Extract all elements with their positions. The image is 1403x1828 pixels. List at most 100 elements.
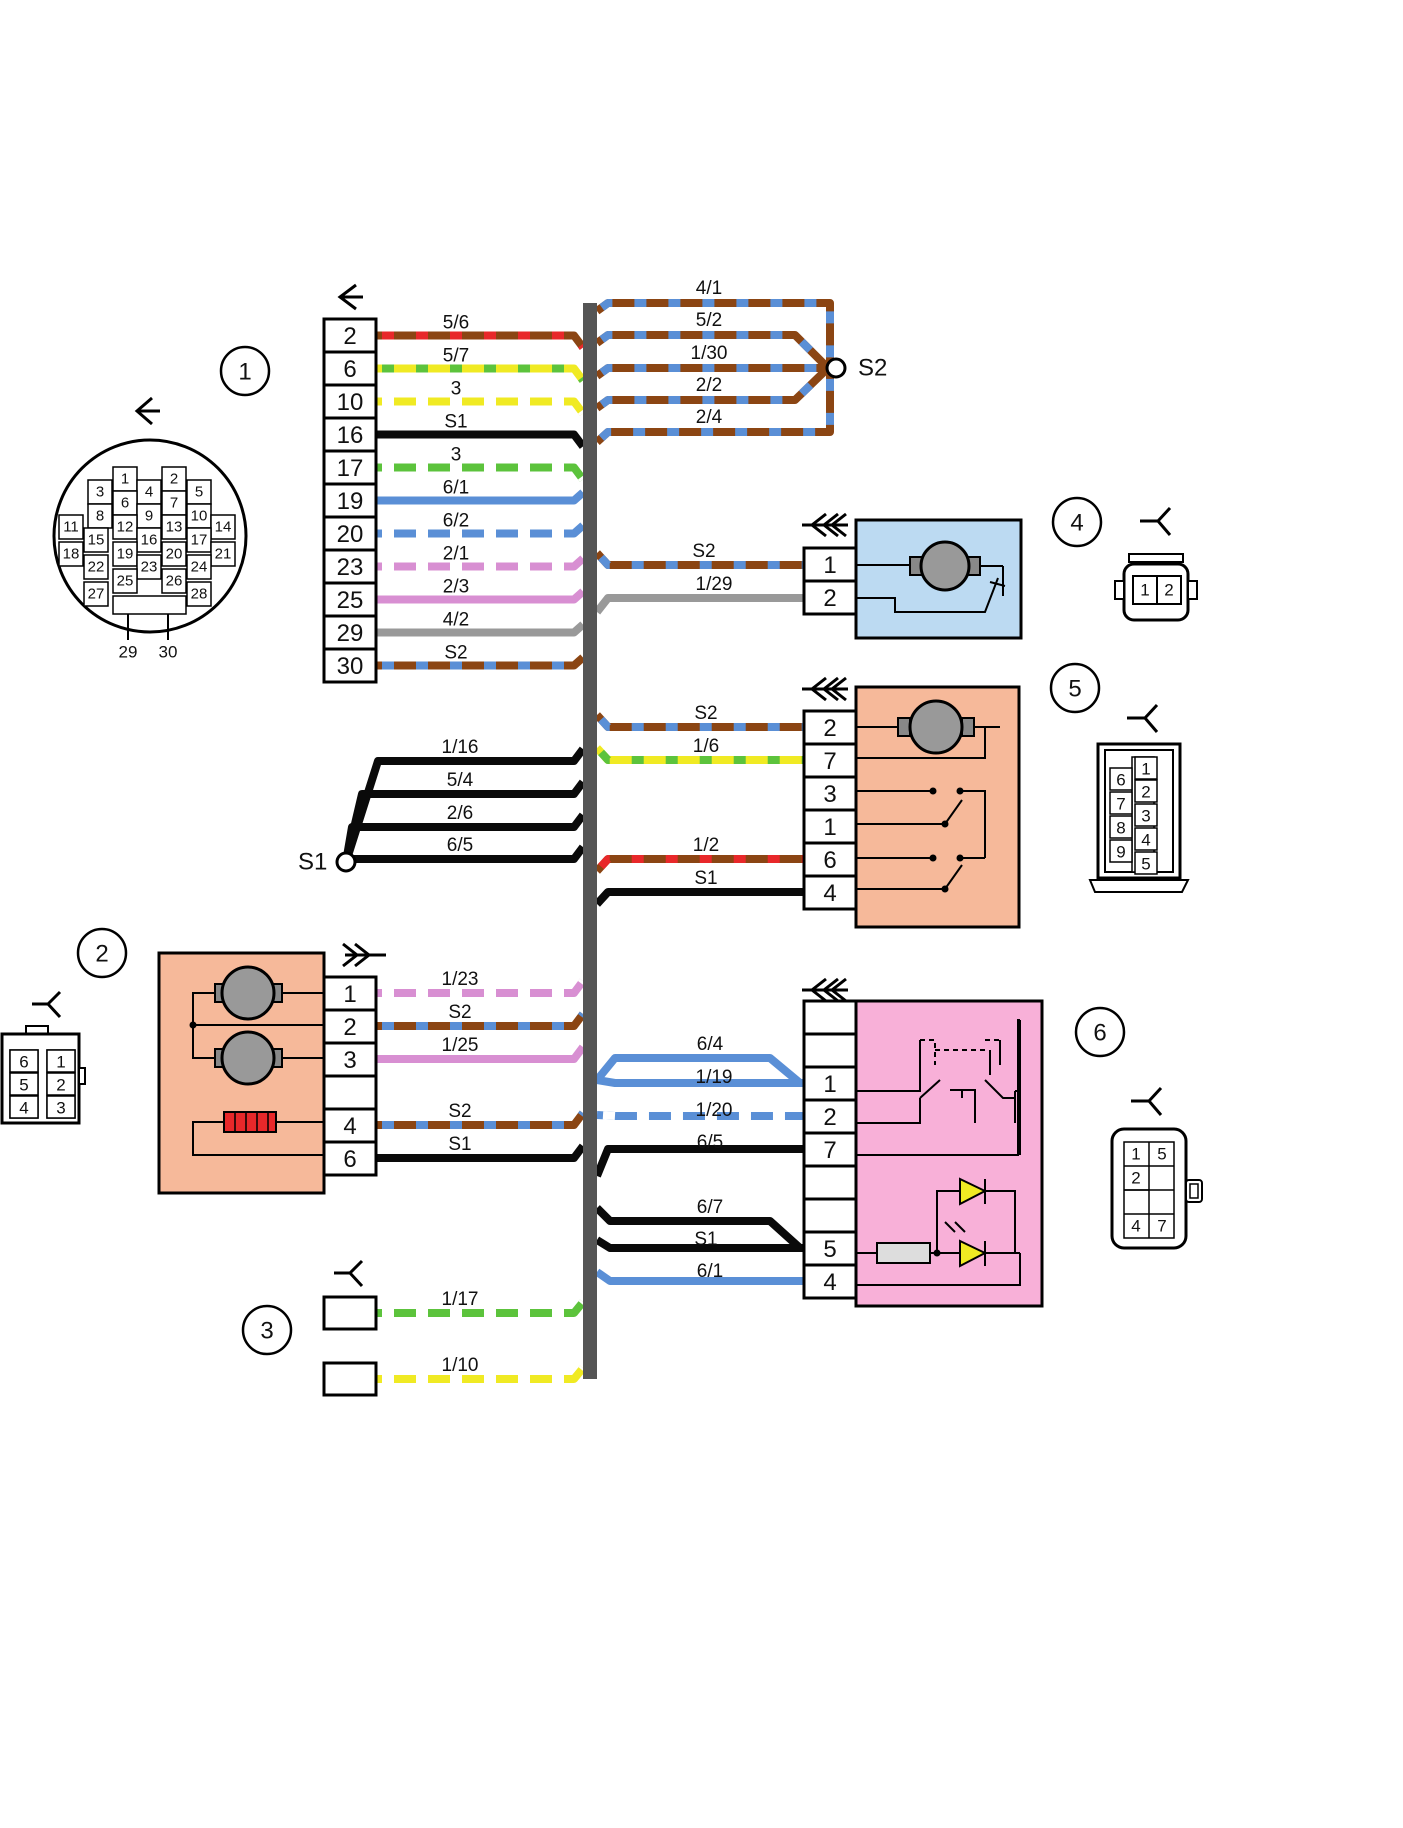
- connector-6-pin-box: [802, 1164, 858, 1201]
- connector-1-pin: 30: [337, 653, 364, 680]
- connector-1-wire: [376, 331, 587, 350]
- connector-5-wire-stripe: [594, 712, 804, 731]
- wire-label: 2/4: [696, 407, 723, 428]
- face-pin-label: 12: [117, 519, 134, 536]
- wire-label: S2: [448, 1101, 471, 1122]
- face-pin-label: 9: [145, 508, 153, 525]
- connector-5-pin-box: [802, 841, 858, 878]
- face-pin-label: 3: [1141, 807, 1150, 826]
- wire-label: S2: [444, 643, 467, 664]
- connector-2-pin-box: [322, 1074, 378, 1111]
- connector-2-wire: [376, 978, 587, 997]
- wire-label: 3: [451, 379, 462, 400]
- connector-5-pin: 1: [823, 814, 836, 841]
- wire-labels: 5/65/73S136/16/22/12/34/2S24/15/21/302/2…: [442, 278, 733, 1376]
- connector-6-wire: [593, 1145, 804, 1178]
- wire-label: 1/17: [442, 1289, 479, 1310]
- connector-6-pin: 1: [823, 1071, 836, 1098]
- wire-label: 6/7: [697, 1197, 723, 1218]
- wire-label: S2: [448, 1002, 471, 1023]
- wire-label: 1/20: [696, 1100, 733, 1121]
- face-pin-label: 3: [96, 484, 104, 501]
- wire-label: 1/16: [442, 737, 479, 758]
- splice-s1-label: S1: [298, 849, 327, 876]
- callout-1: 1: [219, 345, 271, 397]
- wire-label: 2/1: [443, 544, 469, 565]
- face-pin-label: 4: [1141, 831, 1150, 850]
- connector-5-pin: 7: [823, 748, 836, 775]
- wire-label: S1: [448, 1134, 471, 1155]
- wire-label: 2/6: [447, 803, 473, 824]
- face-pin-label: 28: [191, 586, 208, 603]
- connector-1-pin-box: [322, 515, 378, 552]
- motor-icon: [919, 540, 971, 592]
- double-arrow-left-icon: [802, 676, 848, 702]
- wire-label: S1: [694, 1229, 717, 1250]
- face-pin-label: 1: [121, 471, 129, 488]
- connector-1-wire: [376, 364, 587, 383]
- face-pin-label: 4: [145, 484, 153, 501]
- splice-s1-wire: [342, 746, 587, 864]
- face-pin-label: 19: [117, 546, 134, 563]
- connector-1-pin: 25: [337, 587, 364, 614]
- wire-label: S1: [694, 868, 717, 889]
- connector-1-pin: 29: [337, 620, 364, 647]
- splice-s2-wire-stripe: [594, 364, 826, 380]
- face-pin-label: 16: [141, 532, 158, 549]
- splice-s2-wire-stripe: [594, 299, 834, 362]
- connector-6-pin: 7: [823, 1137, 836, 1164]
- wire-label: 4/1: [696, 278, 722, 299]
- face-pin-label: 15: [88, 532, 105, 549]
- face-pin-label: 13: [166, 519, 183, 536]
- wire-label: 6/1: [697, 1261, 723, 1282]
- connector-1-pin-box: [322, 647, 378, 684]
- wire-label: 1/19: [696, 1067, 733, 1088]
- connector-6-pin-box: [802, 1197, 858, 1234]
- double-arrow-right-icon: [342, 942, 386, 968]
- connector-2-pin-box: [322, 1140, 378, 1177]
- wire-label: S2: [692, 541, 715, 562]
- connector-3: [322, 1259, 378, 1397]
- wire-label: 5/4: [447, 770, 474, 791]
- face-pin-label: 1: [56, 1053, 65, 1072]
- face-pin-label: 9: [1116, 843, 1125, 862]
- connector-1-wire: [376, 522, 586, 538]
- callout-2: 2: [76, 927, 128, 979]
- face-pin-label: 8: [96, 508, 104, 525]
- connector-5-wire: [594, 888, 804, 907]
- callout-4-label: 4: [1070, 510, 1083, 537]
- face-pin-label: 20: [166, 546, 183, 563]
- face-pin-label: 23: [141, 559, 158, 576]
- face-pin-label: 7: [170, 495, 178, 512]
- face-pin-label: 27: [88, 586, 105, 603]
- face-pin-label: 1: [1141, 760, 1150, 779]
- connector-1-wire: [376, 397, 587, 416]
- connector-1-pin-box: [322, 482, 378, 519]
- face-pin-label: 11: [63, 519, 79, 536]
- connector-2-wire: [376, 1110, 587, 1129]
- face-pin-label: 18: [63, 546, 80, 563]
- wire-label: 6/5: [697, 1132, 723, 1153]
- callout-5: 5: [1049, 662, 1101, 714]
- wire-label: 6/4: [697, 1034, 724, 1055]
- face-pin-label: 22: [88, 559, 105, 576]
- face-pin-label: 2: [56, 1076, 65, 1095]
- plug-icon: [1127, 703, 1159, 733]
- connector-1-pin-box: [322, 383, 378, 420]
- motor-icon: [220, 965, 276, 1021]
- connector-5-pin: 2: [823, 715, 836, 742]
- connector-1-pin: 10: [337, 389, 364, 416]
- splice-s2-wire-stripe: [594, 331, 829, 369]
- callout-4: 4: [1051, 496, 1103, 548]
- face-pin-label: 7: [1116, 795, 1125, 814]
- connector-1-pin: 2: [343, 323, 356, 350]
- face-label-30: 30: [159, 643, 178, 662]
- wire-label: 1/6: [693, 736, 719, 757]
- connector-6-pin-box: [802, 999, 858, 1036]
